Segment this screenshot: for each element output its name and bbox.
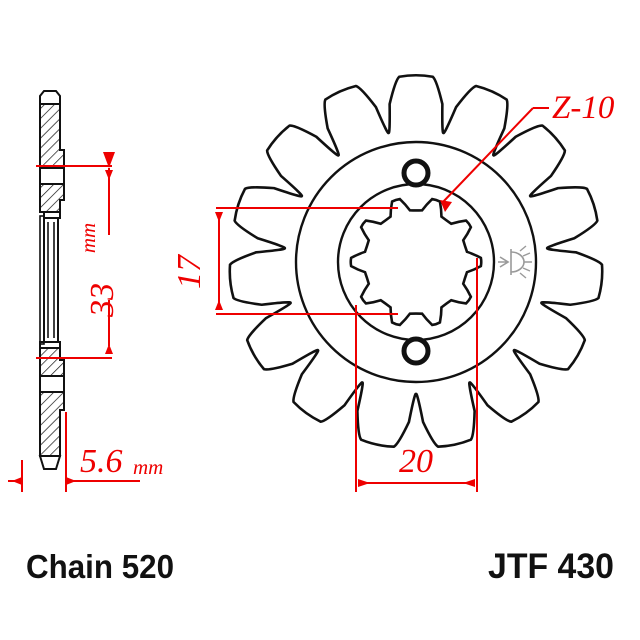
- side-top-tooth-section: [39, 103, 65, 169]
- arrow-20-left: [358, 479, 370, 487]
- side-top-chamfer: [39, 90, 61, 105]
- dim-value-5p6: 5.6: [80, 443, 123, 480]
- side-bottom-chamfer: [38, 455, 62, 470]
- side-lower-hub-step: [39, 347, 65, 377]
- footer-part-label: JTF 430: [488, 547, 614, 586]
- front-view-group: [228, 73, 604, 448]
- side-web: [43, 217, 59, 343]
- arrow-17-top: [215, 212, 223, 222]
- dim-unit-33: mm: [76, 223, 100, 253]
- arrow-5p6-right: [66, 477, 76, 485]
- dimension-spline-20: 20: [355, 258, 478, 492]
- side-web-left-rail: [39, 215, 45, 345]
- callout-arrowhead: [440, 200, 452, 212]
- arrow-5p6-left: [12, 477, 22, 485]
- arrow-33-bottom: [105, 344, 113, 354]
- side-view-group: [38, 90, 65, 470]
- callout-Z10: Z-10: [440, 90, 615, 212]
- sprocket-outer-circle: [294, 140, 538, 384]
- footer-chain-label: Chain 520: [26, 548, 174, 585]
- side-bottom-band: [39, 375, 65, 393]
- dimension-bore-17: 17: [171, 207, 398, 315]
- surface-finish-symbol: [498, 245, 532, 279]
- dim-value-33: 33: [84, 283, 121, 318]
- dimension-thickness-33: 33 mm: [36, 152, 121, 359]
- spline-bore-Z10: [349, 197, 483, 327]
- side-upper-hub-step: [39, 183, 65, 213]
- bolt-hole-bottom: [401, 336, 431, 366]
- dimension-width-5p6: 5.6 mm: [8, 412, 163, 492]
- side-top-band: [39, 167, 65, 185]
- bolt-hole-top: [401, 158, 431, 188]
- arrow-33-top: [105, 170, 113, 180]
- arrow-20-right: [463, 479, 475, 487]
- dim-value-17: 17: [171, 253, 208, 289]
- dim-value-20: 20: [399, 443, 433, 480]
- side-bottom-tooth-section: [39, 391, 65, 457]
- dim-unit-5p6: mm: [133, 455, 163, 479]
- arrow-17-bottom: [215, 300, 223, 310]
- callout-label-Z10: Z-10: [552, 90, 615, 126]
- sprocket-teeth-outline: [228, 73, 604, 448]
- callout-leader: [441, 107, 534, 204]
